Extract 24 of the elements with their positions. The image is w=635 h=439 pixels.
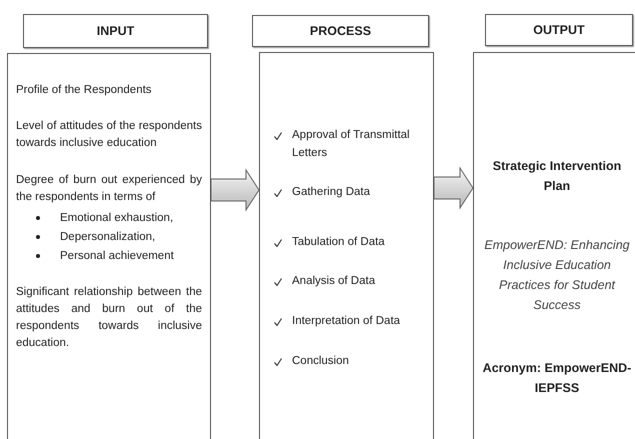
step-text: Analysis of Data — [292, 274, 376, 289]
body-text: Profile of the Respondents — [16, 83, 153, 98]
column-header: PROCESS — [252, 15, 429, 47]
step-text: Approval of Transmittal Letters — [292, 128, 411, 161]
column-box — [7, 53, 211, 439]
block-arrow — [210, 168, 260, 212]
step-text: Tabulation of Data — [292, 235, 385, 250]
plan-title: EmpowerEND: Enhancing Inclusive Education Practices for Student Success — [483, 237, 631, 314]
column-box — [473, 52, 635, 439]
body-text: Degree of burn out experienced by the respondents in terms of — [16, 173, 202, 205]
body-text: Level of attitudes of the respondents towards inclusive education — [16, 119, 202, 151]
step-text: Gathering Data — [292, 185, 370, 200]
output-text: Strategic Intervention Plan — [492, 158, 622, 195]
step-text: Conclusion — [292, 354, 349, 369]
block-arrow — [434, 166, 474, 210]
output-text: Acronym: EmpowerEND-IEPFSS — [482, 360, 632, 397]
bullet-text: Depersonalization, — [60, 230, 156, 245]
body-text: Significant relationship between the attitudes and burn out of the respondents towards inclusive education. — [16, 285, 202, 351]
bullet-text: Emotional exhaustion, — [60, 211, 174, 226]
bullet-text: Personal achievement — [60, 249, 174, 264]
column-header: OUTPUT — [485, 14, 633, 46]
column-box — [259, 52, 434, 439]
column-header: INPUT — [23, 14, 208, 48]
step-text: Interpretation of Data — [292, 314, 400, 329]
